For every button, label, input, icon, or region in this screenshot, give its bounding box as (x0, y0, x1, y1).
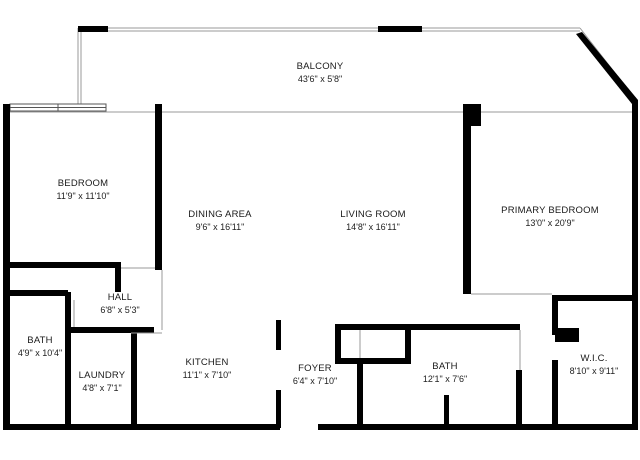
room-dimensions: 13'0" x 20'9" (525, 218, 575, 228)
room-label-laundry: LAUNDRY 4'8" x 7'1" (72, 370, 132, 394)
room-dimensions: 9'6" x 16'11" (195, 222, 245, 232)
bedroom-window (9, 103, 107, 112)
room-name: BATH (27, 335, 53, 346)
room-name: HALL (107, 292, 133, 303)
balcony-wall-segments (78, 26, 638, 104)
room-name: FOYER (298, 363, 332, 374)
room-label-living-room: LIVING ROOM 14'8" x 16'11" (323, 209, 423, 233)
room-label-wic: W.I.C. 8'10" x 9'11" (558, 353, 630, 377)
room-label-kitchen: KITCHEN 11'1" x 7'10" (162, 357, 252, 381)
room-dimensions: 4'8" x 7'1" (82, 383, 122, 393)
room-dimensions: 4'9" x 10'4" (17, 348, 63, 358)
room-name: BATH (432, 361, 458, 372)
room-dimensions: 6'8" x 5'3" (100, 305, 140, 315)
room-name: W.I.C. (580, 353, 608, 364)
room-dimensions: 11'1" x 7'10" (182, 370, 232, 380)
room-label-bedroom: BEDROOM 11'9" x 11'10" (28, 178, 138, 202)
room-dimensions: 12'1" x 7'6" (422, 374, 468, 384)
walls (3, 100, 638, 430)
room-dimensions: 6'4" x 7'10" (292, 376, 338, 386)
room-name: DINING AREA (188, 209, 252, 220)
room-dimensions: 14'8" x 16'11" (346, 222, 400, 232)
room-label-hall: HALL 6'8" x 5'3" (90, 292, 150, 316)
room-label-balcony: BALCONY 43'6" x 5'8" (260, 61, 380, 85)
room-name: LAUNDRY (78, 370, 126, 381)
room-name: BEDROOM (57, 178, 109, 189)
room-dimensions: 11'9" x 11'10" (56, 191, 110, 201)
room-label-primary-bedroom: PRIMARY BEDROOM 13'0" x 20'9" (490, 205, 610, 229)
openings (73, 267, 552, 370)
room-name: PRIMARY BEDROOM (501, 205, 599, 216)
room-name: BALCONY (296, 61, 344, 72)
room-name: KITCHEN (185, 357, 229, 368)
room-label-dining-area: DINING AREA 9'6" x 16'11" (170, 209, 270, 233)
room-name: LIVING ROOM (340, 209, 406, 220)
room-dimensions: 43'6" x 5'8" (297, 74, 343, 84)
room-label-bath-left: BATH 4'9" x 10'4" (10, 335, 70, 359)
room-label-foyer: FOYER 6'4" x 7'10" (282, 363, 348, 387)
room-dimensions: 8'10" x 9'11" (569, 366, 619, 376)
room-label-bath-center: BATH 12'1" x 7'6" (405, 361, 485, 385)
